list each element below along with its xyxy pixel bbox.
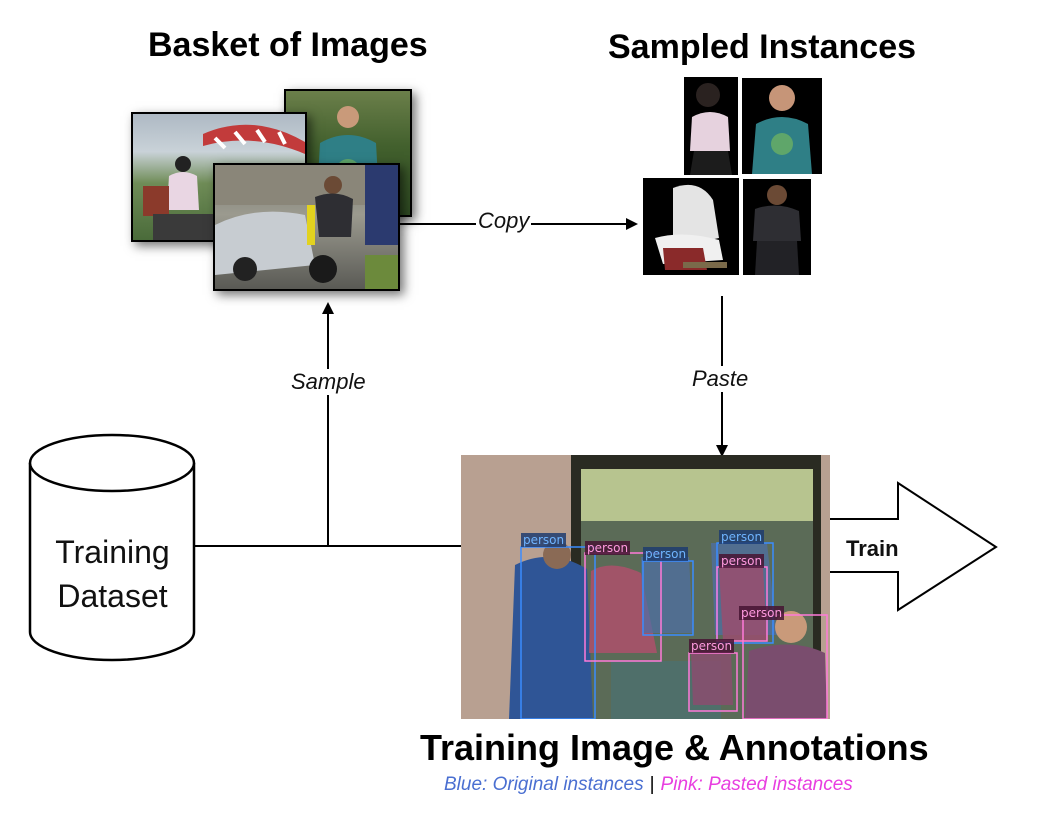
annotation-label: person [585,541,631,555]
training-dataset-cylinder [28,433,196,662]
annotation-label: person [719,554,765,568]
dataset-line-1: Training [55,534,170,570]
training-image: person person person person person perso… [461,455,830,719]
legend-separator: | [649,774,655,795]
legend-pink: Pink: Pasted instances [660,774,853,795]
annotation-label: person [643,547,689,561]
sampled-instances-title: Sampled Instances [608,28,917,66]
annotation-label: person [719,530,765,544]
legend-blue: Blue: Original instances [444,774,644,795]
copy-label: Copy [476,208,532,234]
legend: Blue: Original instances|Pink: Pasted in… [444,774,853,796]
instance-hooded-person [643,178,739,275]
annotation-label: person [689,639,735,653]
annotation-label: person [521,533,567,547]
umbrella-scene [143,124,305,240]
basket-of-images-title: Basket of Images [148,26,428,64]
paste-label: Paste [690,366,751,392]
train-block-arrow [830,481,998,612]
basket-photo-segway [213,163,400,291]
train-label: Train [846,536,899,561]
training-dataset-label: Training Dataset [30,530,195,618]
instance-officer [743,179,811,275]
training-image-scene [461,455,830,719]
dataset-line-2: Dataset [57,578,168,614]
training-image-title: Training Image & Annotations [420,727,929,768]
sample-label: Sample [289,369,368,395]
segway-scene [215,165,398,289]
instance-woman [684,77,738,175]
instance-boy [742,78,822,174]
annotation-label: person [739,606,785,620]
